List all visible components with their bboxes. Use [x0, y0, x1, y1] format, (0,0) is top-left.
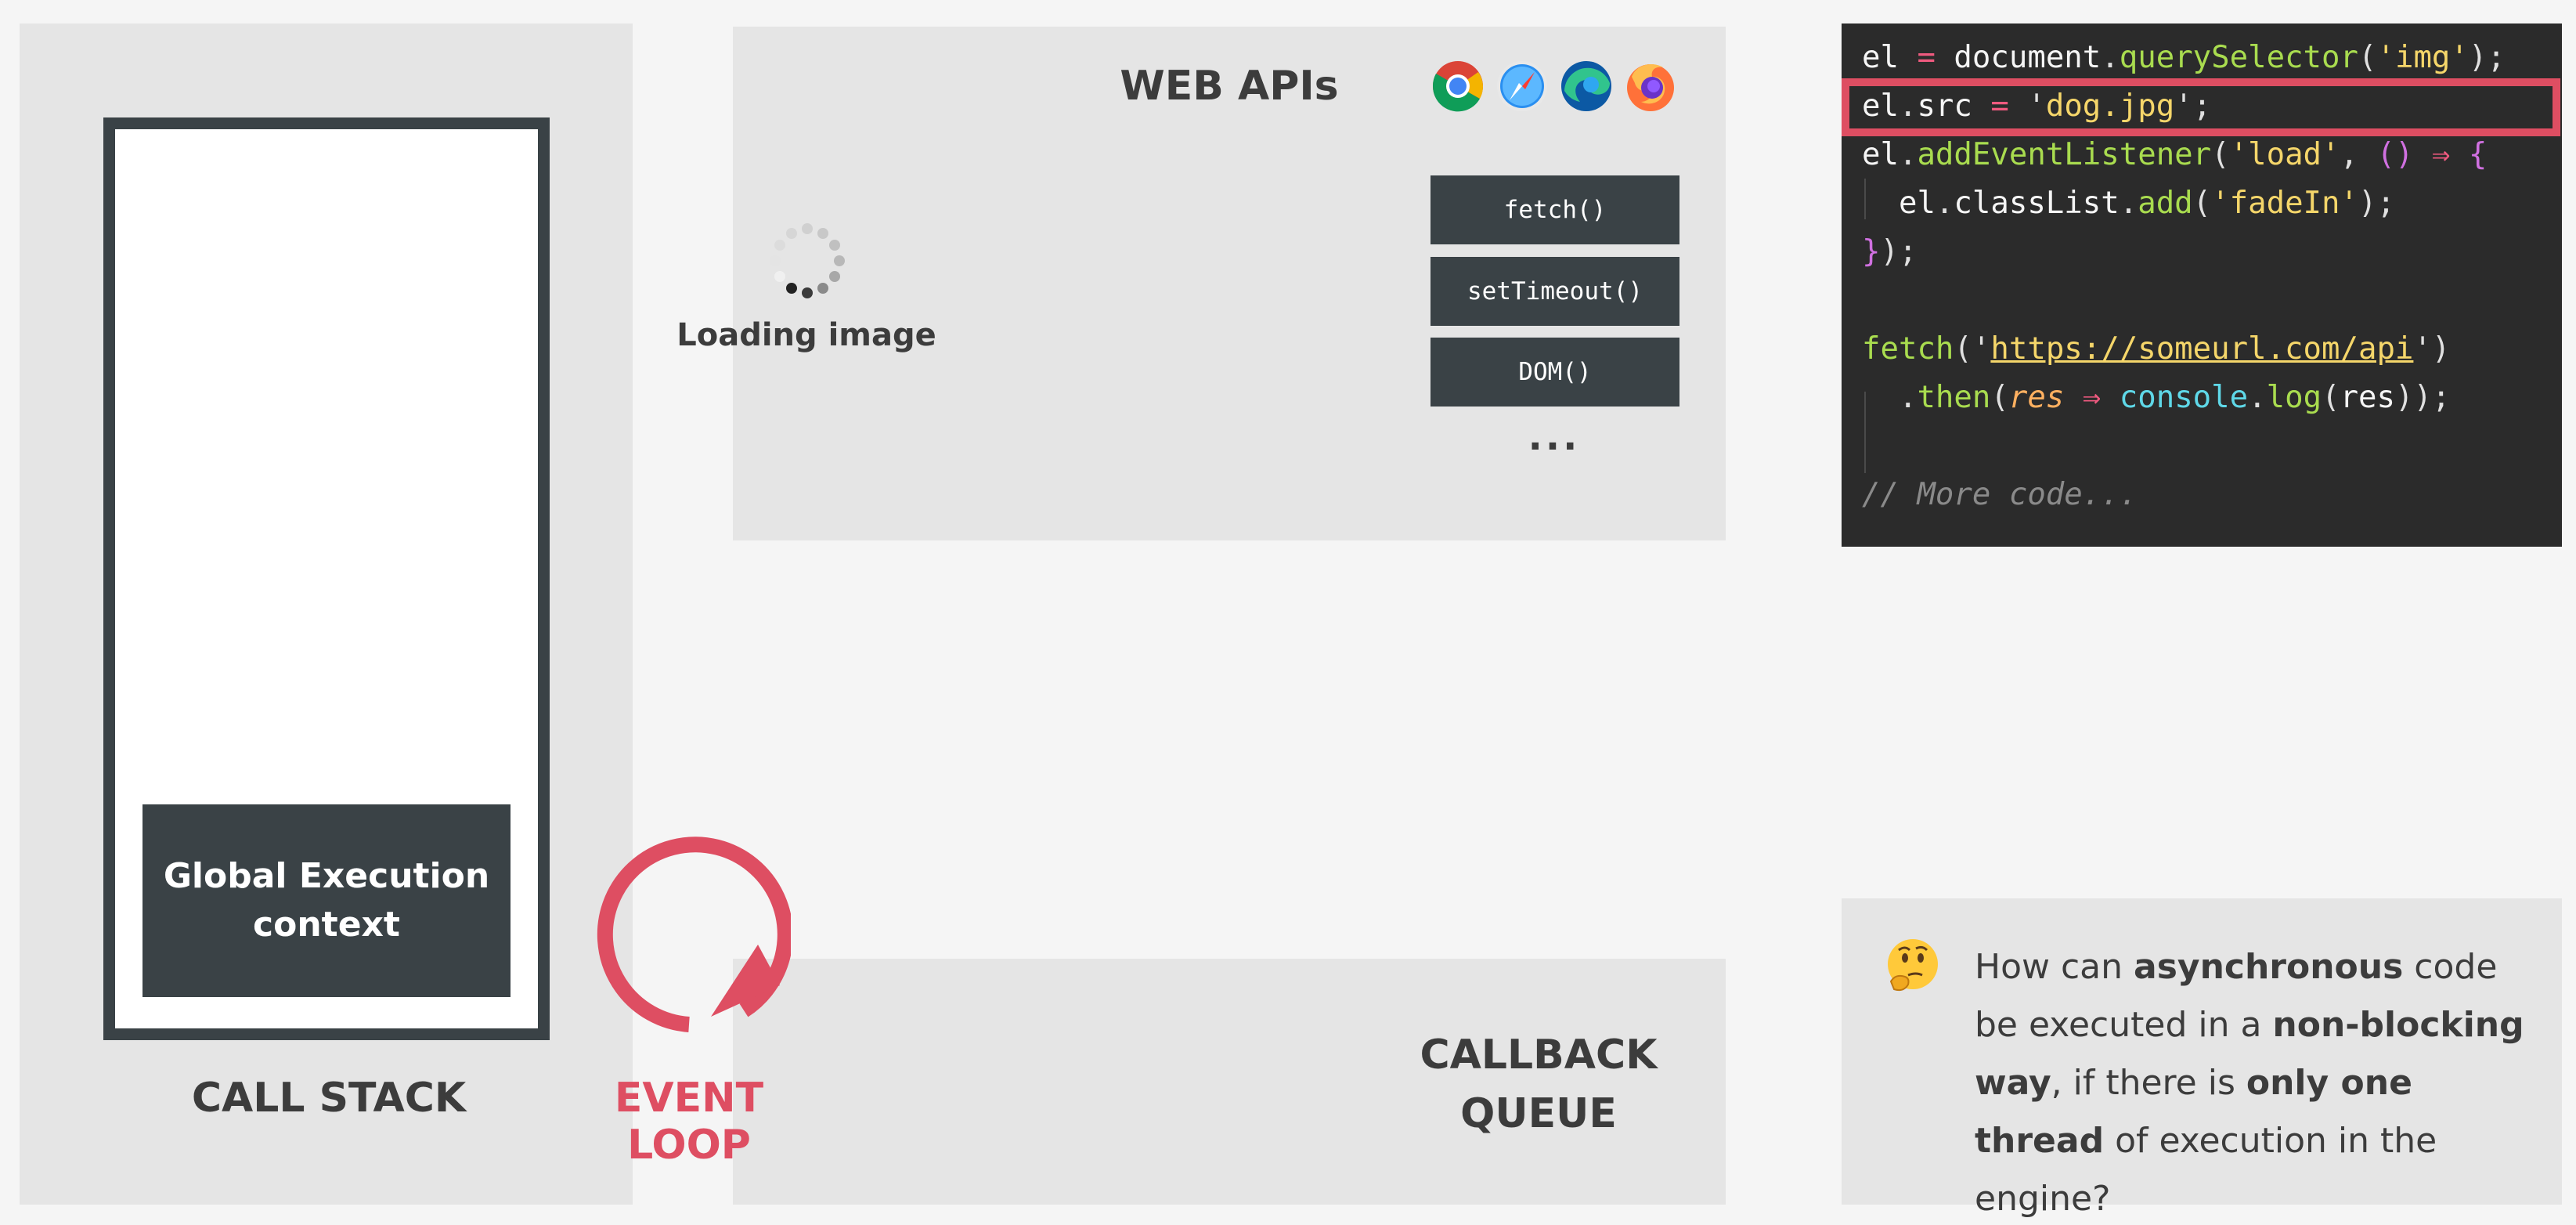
- code-line-7: fetch('https://someurl.com/api'): [1862, 331, 2451, 367]
- code-line-3: el.addEventListener('load', () ⇒ {: [1862, 137, 2488, 172]
- question-panel: [1842, 898, 2562, 1205]
- api-more-ellipsis: ...: [1528, 415, 1581, 459]
- safari-icon: [1497, 61, 1547, 111]
- event-loop-label: EVENT LOOP: [614, 1075, 764, 1169]
- chrome-icon: [1432, 61, 1484, 112]
- web-apis-label: WEB APIs: [1120, 63, 1339, 110]
- loading-image-label: Loading image: [676, 317, 936, 353]
- call-stack-label: CALL STACK: [191, 1075, 467, 1122]
- firefox-icon: [1627, 64, 1674, 111]
- code-line-2: el.src = 'dog.jpg';: [1862, 89, 2212, 124]
- question-text: How can asynchronous code be executed in…: [1975, 947, 2524, 1219]
- thinking-face-icon: [1888, 939, 1938, 992]
- code-line-1: el = document.querySelector('img');: [1862, 40, 2506, 75]
- callback-queue-label: CALLBACK QUEUE: [1394, 1026, 1683, 1144]
- edge-icon: [1561, 61, 1611, 111]
- browser-icons: [1431, 60, 1677, 113]
- highlighted-line-box: [1842, 78, 2560, 136]
- code-line-10: // More code...: [1862, 477, 2138, 512]
- callback-queue-label-line1: CALLBACK: [1420, 1032, 1658, 1079]
- event-loop-arrow-icon: [597, 837, 791, 1032]
- code-line-4: el.classList.add('fadeIn');: [1862, 186, 2395, 221]
- api-dom: DOM(): [1431, 338, 1679, 407]
- callback-queue-label-line2: QUEUE: [1460, 1090, 1617, 1137]
- loading-spinner-icon: [770, 223, 845, 298]
- code-panel: el = document.querySelector('img'); el.s…: [1842, 23, 2562, 547]
- callback-queue-panel: [733, 959, 1726, 1205]
- code-line-8: .then(res ⇒ console.log(res));: [1862, 380, 2451, 415]
- indent-guide: [1864, 179, 1866, 219]
- indent-guide: [1864, 392, 1866, 473]
- global-execution-context: Global Execution context: [143, 804, 511, 997]
- code-line-5: });: [1862, 234, 1918, 269]
- api-settimeout: setTimeout(): [1431, 257, 1679, 326]
- api-fetch: fetch(): [1431, 175, 1679, 244]
